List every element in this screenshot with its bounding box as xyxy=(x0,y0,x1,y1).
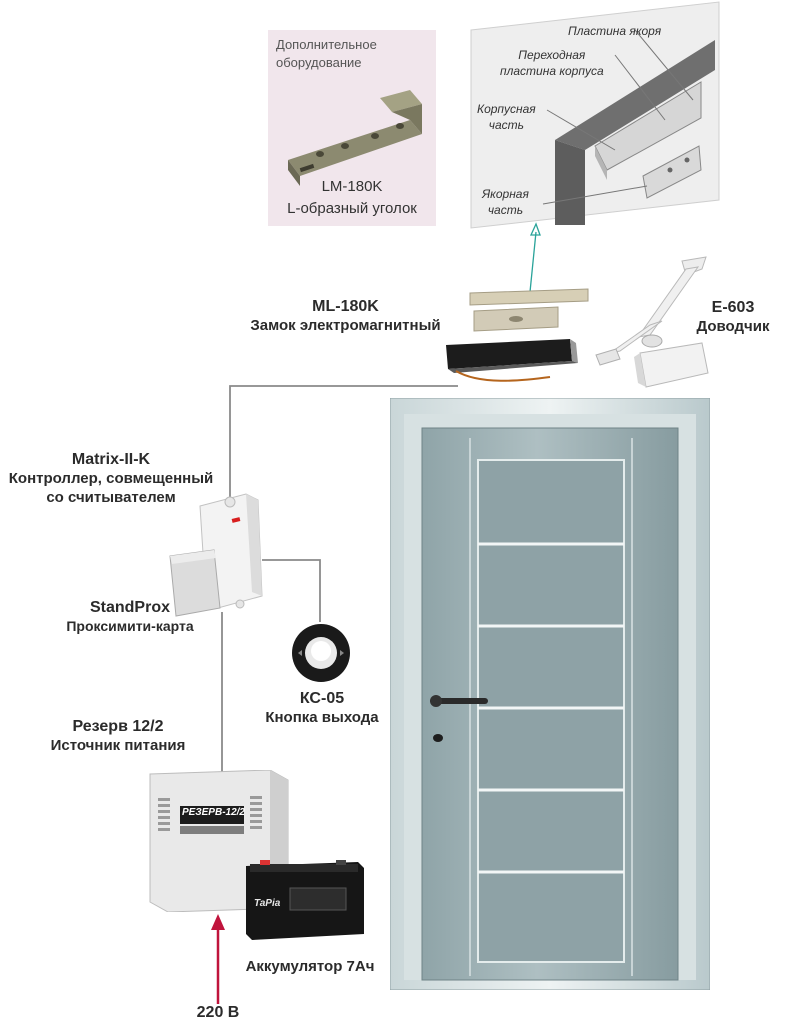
exit-button-label: КС-05 Кнопка выхода xyxy=(246,689,398,728)
door-image xyxy=(390,398,710,990)
body-part-line1: Корпусная xyxy=(477,102,536,116)
closer-model: E-603 xyxy=(711,299,755,316)
extra-equipment-panel: Дополнительное оборудование LM-180K L-об… xyxy=(268,30,436,226)
power-label: Резерв 12/2 Источник питания xyxy=(16,717,220,756)
anchor-plate-label: Пластина якоря xyxy=(568,24,662,38)
closer-desc: Доводчик xyxy=(696,318,770,335)
exit-button-desc: Кнопка выхода xyxy=(265,709,379,726)
transition-plate-label: Переходная пластина корпуса xyxy=(500,47,604,79)
l-bracket-image xyxy=(288,90,422,186)
battery-desc: Аккумулятор 7Ач xyxy=(245,958,375,975)
bracket-desc: L-образный уголок xyxy=(287,200,417,217)
detail-pointer-arrow xyxy=(529,222,541,293)
controller-model: Matrix-II-K xyxy=(71,451,151,468)
bracket-model: LM-180K xyxy=(321,178,383,195)
armature-part-line1: Якорная xyxy=(482,187,529,201)
exit-button-model: КС-05 xyxy=(299,690,345,707)
armature-part-line2: часть xyxy=(487,203,524,218)
extra-equipment-title-line1: Дополнительное xyxy=(276,37,377,52)
extra-equipment-title: Дополнительное оборудование xyxy=(276,36,377,71)
transition-plate-line2: пластина корпуса xyxy=(500,64,604,79)
controller-desc-line2: со считывателем xyxy=(46,488,176,506)
card-model: StandProx xyxy=(89,599,170,616)
controller-label: Matrix-II-K Контроллер, совмещенный со с… xyxy=(0,450,222,508)
power-panel-text: РЕЗЕРВ-12/2 xyxy=(182,807,245,818)
mains-label: 220 В xyxy=(180,1003,256,1023)
lock-desc: Замок электромагнитный xyxy=(250,317,441,334)
mount-detail-panel xyxy=(470,1,720,229)
exit-button-image xyxy=(292,624,350,682)
power-model: Резерв 12/2 xyxy=(72,718,164,735)
armature-part-label: Якорная часть xyxy=(482,186,529,218)
closer-label: E-603 Доводчик xyxy=(696,298,770,337)
card-label: StandProx Проксимити-карта xyxy=(40,598,220,636)
controller-desc-line1: Контроллер, совмещенный xyxy=(8,470,214,487)
power-desc: Источник питания xyxy=(50,737,186,754)
battery-brand: TaPia xyxy=(254,898,281,909)
extra-equipment-title-line2: оборудование xyxy=(276,54,362,70)
battery-label: Аккумулятор 7Ач xyxy=(235,958,385,977)
magnetic-lock-image xyxy=(446,288,589,382)
lock-label: ML-180K Замок электромагнитный xyxy=(228,297,463,336)
card-desc: Проксимити-карта xyxy=(66,618,194,634)
mains-value: 220 В xyxy=(196,1004,240,1021)
body-part-line2: часть xyxy=(488,118,524,133)
door-closer-image xyxy=(595,256,709,388)
proximity-card-image xyxy=(169,549,221,617)
battery-image xyxy=(246,860,364,940)
body-part-label: Корпусная часть xyxy=(477,101,536,133)
lock-model: ML-180K xyxy=(312,298,379,315)
transition-plate-line1: Переходная xyxy=(518,48,586,62)
